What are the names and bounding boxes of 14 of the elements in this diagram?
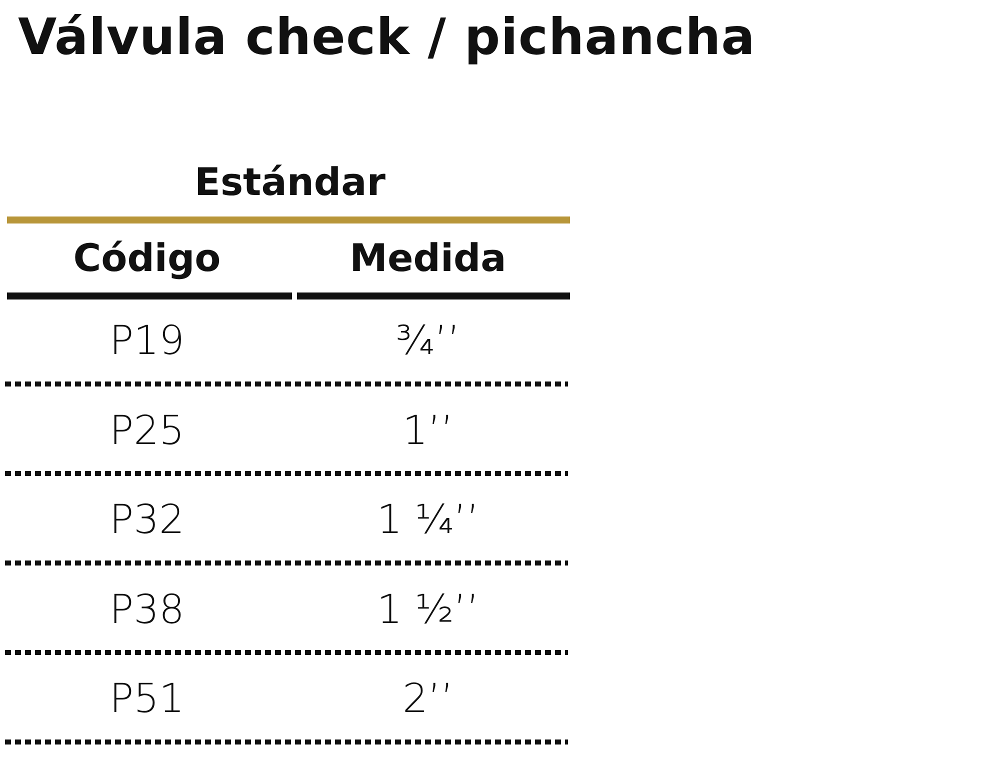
column-header: Medida bbox=[350, 236, 506, 280]
table-cell: ¾’’ bbox=[396, 318, 460, 364]
table-group-header: Estándar bbox=[194, 160, 386, 204]
table-cell: 1’’ bbox=[402, 408, 454, 454]
table-cell: 2’’ bbox=[402, 676, 454, 722]
table-cell: P19 bbox=[109, 318, 185, 364]
title: Válvula check / pichancha bbox=[18, 8, 756, 66]
column-header: Código bbox=[73, 236, 221, 280]
table-cell: P32 bbox=[109, 497, 185, 543]
table-cell: P25 bbox=[109, 408, 185, 454]
table-cell: 1 ¼’’ bbox=[376, 497, 480, 543]
table-cell: P51 bbox=[109, 676, 185, 722]
table-cell: P38 bbox=[109, 586, 185, 632]
table-cell: 1 ½’’ bbox=[376, 586, 480, 632]
